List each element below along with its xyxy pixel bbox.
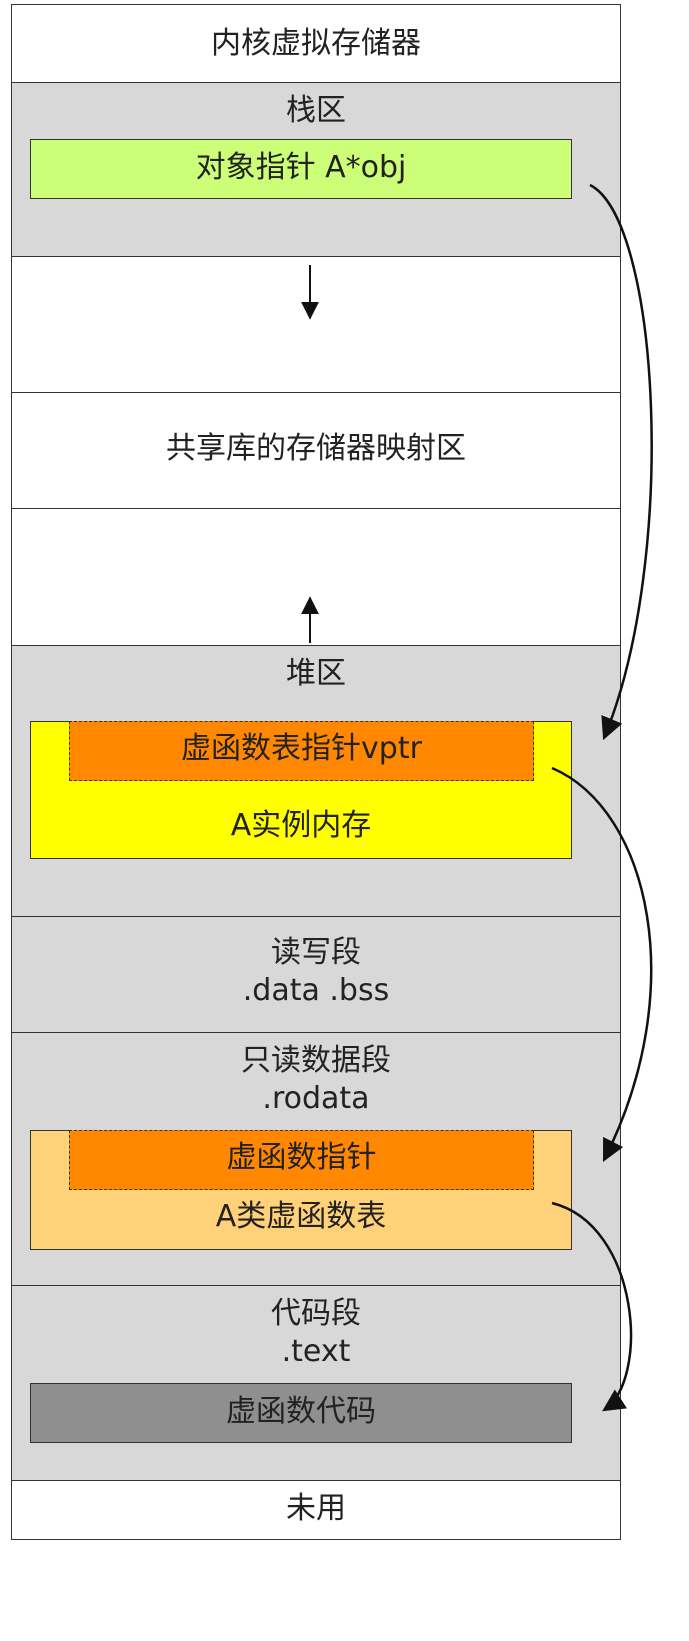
shared-library-mapping-label: 共享库的存储器映射区 <box>166 431 466 466</box>
vtable-label: A类虚函数表 <box>215 1199 387 1234</box>
heap-title: 堆区 <box>286 656 346 691</box>
kernel-virtual-memory-segment: 内核虚拟存储器 <box>11 4 621 83</box>
read-write-subtitle: .data .bss <box>242 973 390 1008</box>
read-only-subtitle: .rodata <box>262 1081 370 1116</box>
read-only-title: 只读数据段 <box>241 1043 391 1078</box>
code-subtitle: .text <box>281 1334 351 1369</box>
vptr-box: 虚函数表指针vptr <box>69 721 534 781</box>
stack-title: 栈区 <box>286 93 346 128</box>
shared-library-mapping-segment: 共享库的存储器映射区 <box>11 392 621 509</box>
virtual-function-pointer-box: 虚函数指针 <box>69 1130 534 1190</box>
stack-growth-gap <box>11 256 621 393</box>
code-segment: 代码段 .text 虚函数代码 <box>11 1285 621 1481</box>
heap-segment: 堆区 A实例内存 虚函数表指针vptr <box>11 645 621 917</box>
object-pointer-label: 对象指针 A*obj <box>195 150 407 185</box>
unused-label: 未用 <box>286 1491 346 1526</box>
stack-segment: 栈区 对象指针 A*obj <box>11 82 621 257</box>
vptr-label: 虚函数表指针vptr <box>181 731 422 766</box>
instance-memory-label: A实例内存 <box>230 808 372 843</box>
read-write-data-segment: 读写段 .data .bss <box>11 916 621 1033</box>
unused-segment: 未用 <box>11 1480 621 1540</box>
code-title: 代码段 <box>271 1296 361 1331</box>
heap-growth-gap <box>11 508 621 646</box>
virtual-function-pointer-label: 虚函数指针 <box>226 1140 377 1175</box>
virtual-function-code-label: 虚函数代码 <box>226 1394 376 1429</box>
object-pointer-box: 对象指针 A*obj <box>30 139 572 199</box>
read-only-data-segment: 只读数据段 .rodata A类虚函数表 虚函数指针 <box>11 1032 621 1286</box>
virtual-function-code-box: 虚函数代码 <box>30 1383 572 1443</box>
kernel-virtual-memory-label: 内核虚拟存储器 <box>211 26 421 61</box>
read-write-title: 读写段 <box>271 935 361 970</box>
